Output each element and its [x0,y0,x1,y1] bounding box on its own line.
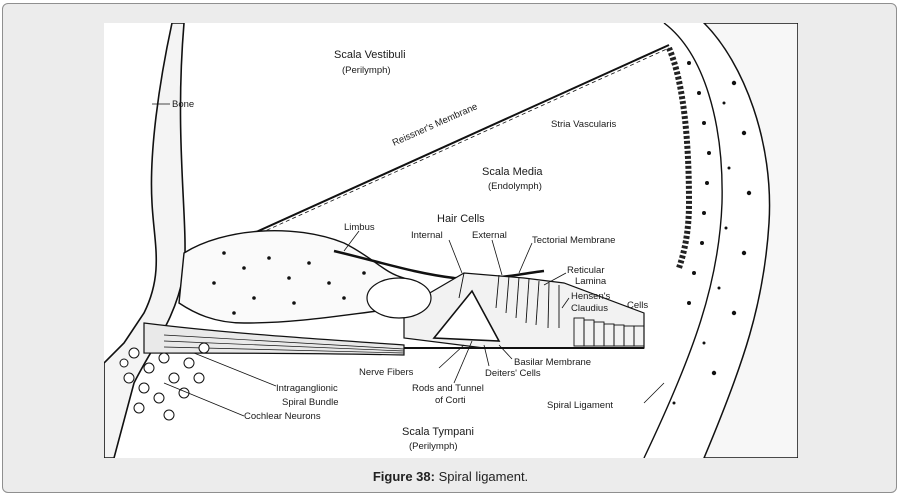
cochlear-neurons-cluster [119,342,210,421]
tunnel-of-corti [432,289,501,342]
label-reticular: Reticular [567,265,605,276]
label-intraganglionic: Intraganglionic [276,383,338,394]
stria-band [666,46,693,269]
label-scala-vestibuli: Scala Vestibuli [334,49,406,61]
label-limbus: Limbus [344,222,375,233]
label-tectorial-membrane: Tectorial Membrane [532,235,615,246]
limbus-shape [178,229,405,324]
leader-lines [152,103,665,417]
hair-cells-lines [458,272,560,329]
label-perilymph-bottom: (Perilymph) [409,441,458,452]
label-internal: Internal [411,230,443,241]
inner-sulcus [366,277,432,319]
limbus-dots [212,251,366,315]
claudius-cells [573,317,645,347]
figure-caption: Figure 38: Spiral ligament. [0,469,901,484]
label-claudius: Claudius [571,303,608,314]
spiral-ligament-edge [643,23,723,458]
modiolus-bone [104,23,186,458]
cochlea-illustration: Scala Vestibuli (Perilymph) Bone Reissne… [104,23,798,458]
label-external: External [472,230,507,241]
label-hair-cells: Hair Cells [437,213,485,225]
label-cochlear-neurons: Cochlear Neurons [244,411,321,422]
label-rods-and-tunnel: Rods and Tunnel [412,383,484,394]
label-of-corti: of Corti [435,395,466,406]
label-perilymph-top: (Perilymph) [342,65,391,76]
label-bone: Bone [172,99,194,110]
ligament-texture [672,61,752,405]
reissners-membrane-line [253,44,670,234]
label-spiral-ligament: Spiral Ligament [547,400,613,411]
caption-text: Spiral ligament. [434,469,529,484]
cochlea-diagram: Scala Vestibuli (Perilymph) Bone Reissne… [104,23,798,458]
tectorial-membrane-line [333,249,545,280]
label-endolymph: (Endolymph) [488,181,542,192]
outer-bone [702,23,798,458]
label-basilar-membrane: Basilar Membrane [514,357,591,368]
label-reissners-membrane: Reissner's Membrane [391,101,480,149]
label-stria-vascularis: Stria Vascularis [551,119,617,130]
label-cells: Cells [627,300,648,311]
label-deiters-cells: Deiters' Cells [485,368,541,379]
osseous-spiral-lamina [143,322,405,356]
label-lamina: Lamina [575,276,607,287]
caption-prefix: Figure 38: [372,469,435,484]
label-spiral-bundle: Spiral Bundle [282,397,339,408]
label-hensens: Hensen's [571,291,611,302]
label-scala-media: Scala Media [482,166,543,178]
label-scala-tympani: Scala Tympani [402,426,474,438]
label-nerve-fibers: Nerve Fibers [359,367,414,378]
